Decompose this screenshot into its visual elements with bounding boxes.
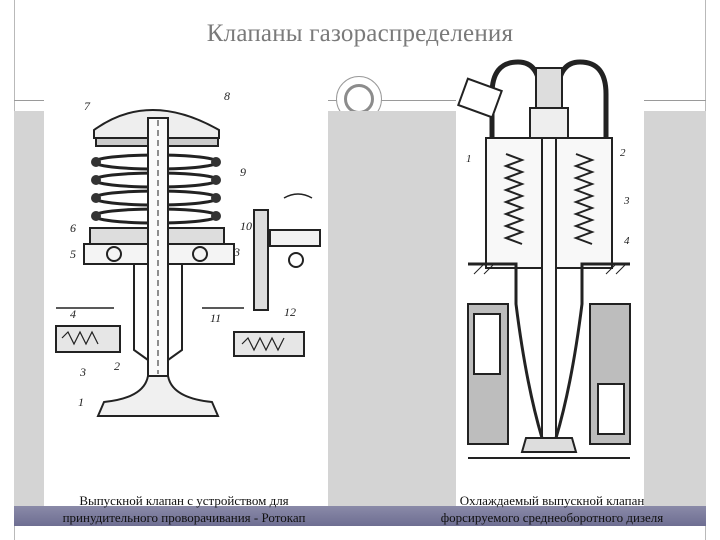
left-gray-panel <box>14 111 44 519</box>
callout-3-right: 3 <box>233 245 240 259</box>
left-caption: Выпускной клапан с устройством для прину… <box>24 492 344 526</box>
callout-r3: 3 <box>623 195 630 207</box>
callout-6: 6 <box>70 221 76 235</box>
bottom-bar <box>14 506 706 526</box>
callout-9: 9 <box>240 165 246 179</box>
right-caption-line2: форсируемого среднеоборотного дизеля <box>440 510 664 525</box>
right-caption-line1: Охлаждаемый выпускной клапан <box>459 493 645 508</box>
callout-1: 1 <box>78 395 84 409</box>
callout-8: 8 <box>224 89 230 103</box>
right-gray-panel <box>644 111 706 519</box>
center-gray-panel <box>328 111 456 519</box>
callout-10: 10 <box>240 219 252 233</box>
callout-7: 7 <box>84 99 91 113</box>
slide-title: Клапаны газораспределения <box>206 20 514 47</box>
left-caption-line2: принудительного проворачивания - Ротокап <box>62 510 306 525</box>
cooled-valve-drawing: 1 2 3 4 <box>456 54 644 472</box>
rotocap-valve-illustration: 7 8 9 6 5 4 3 2 1 10 3 11 12 <box>55 89 321 417</box>
callout-3-left: 3 <box>79 365 86 379</box>
callout-2: 2 <box>114 359 120 373</box>
rotocap-valve-drawing: 7 8 9 6 5 4 3 2 1 10 3 11 12 <box>44 80 328 440</box>
callout-r4: 4 <box>624 235 630 247</box>
right-caption: Охлаждаемый выпускной клапан форсируемог… <box>400 492 704 526</box>
callout-4: 4 <box>70 307 76 321</box>
cooled-valve-illustration: 1 2 3 4 <box>457 59 631 459</box>
left-caption-line1: Выпускной клапан с устройством для <box>79 493 289 508</box>
callout-5: 5 <box>70 247 76 261</box>
callout-11: 11 <box>210 311 221 325</box>
callout-r2: 2 <box>620 147 626 159</box>
callout-12: 12 <box>284 305 296 319</box>
callout-r1: 1 <box>466 153 472 165</box>
